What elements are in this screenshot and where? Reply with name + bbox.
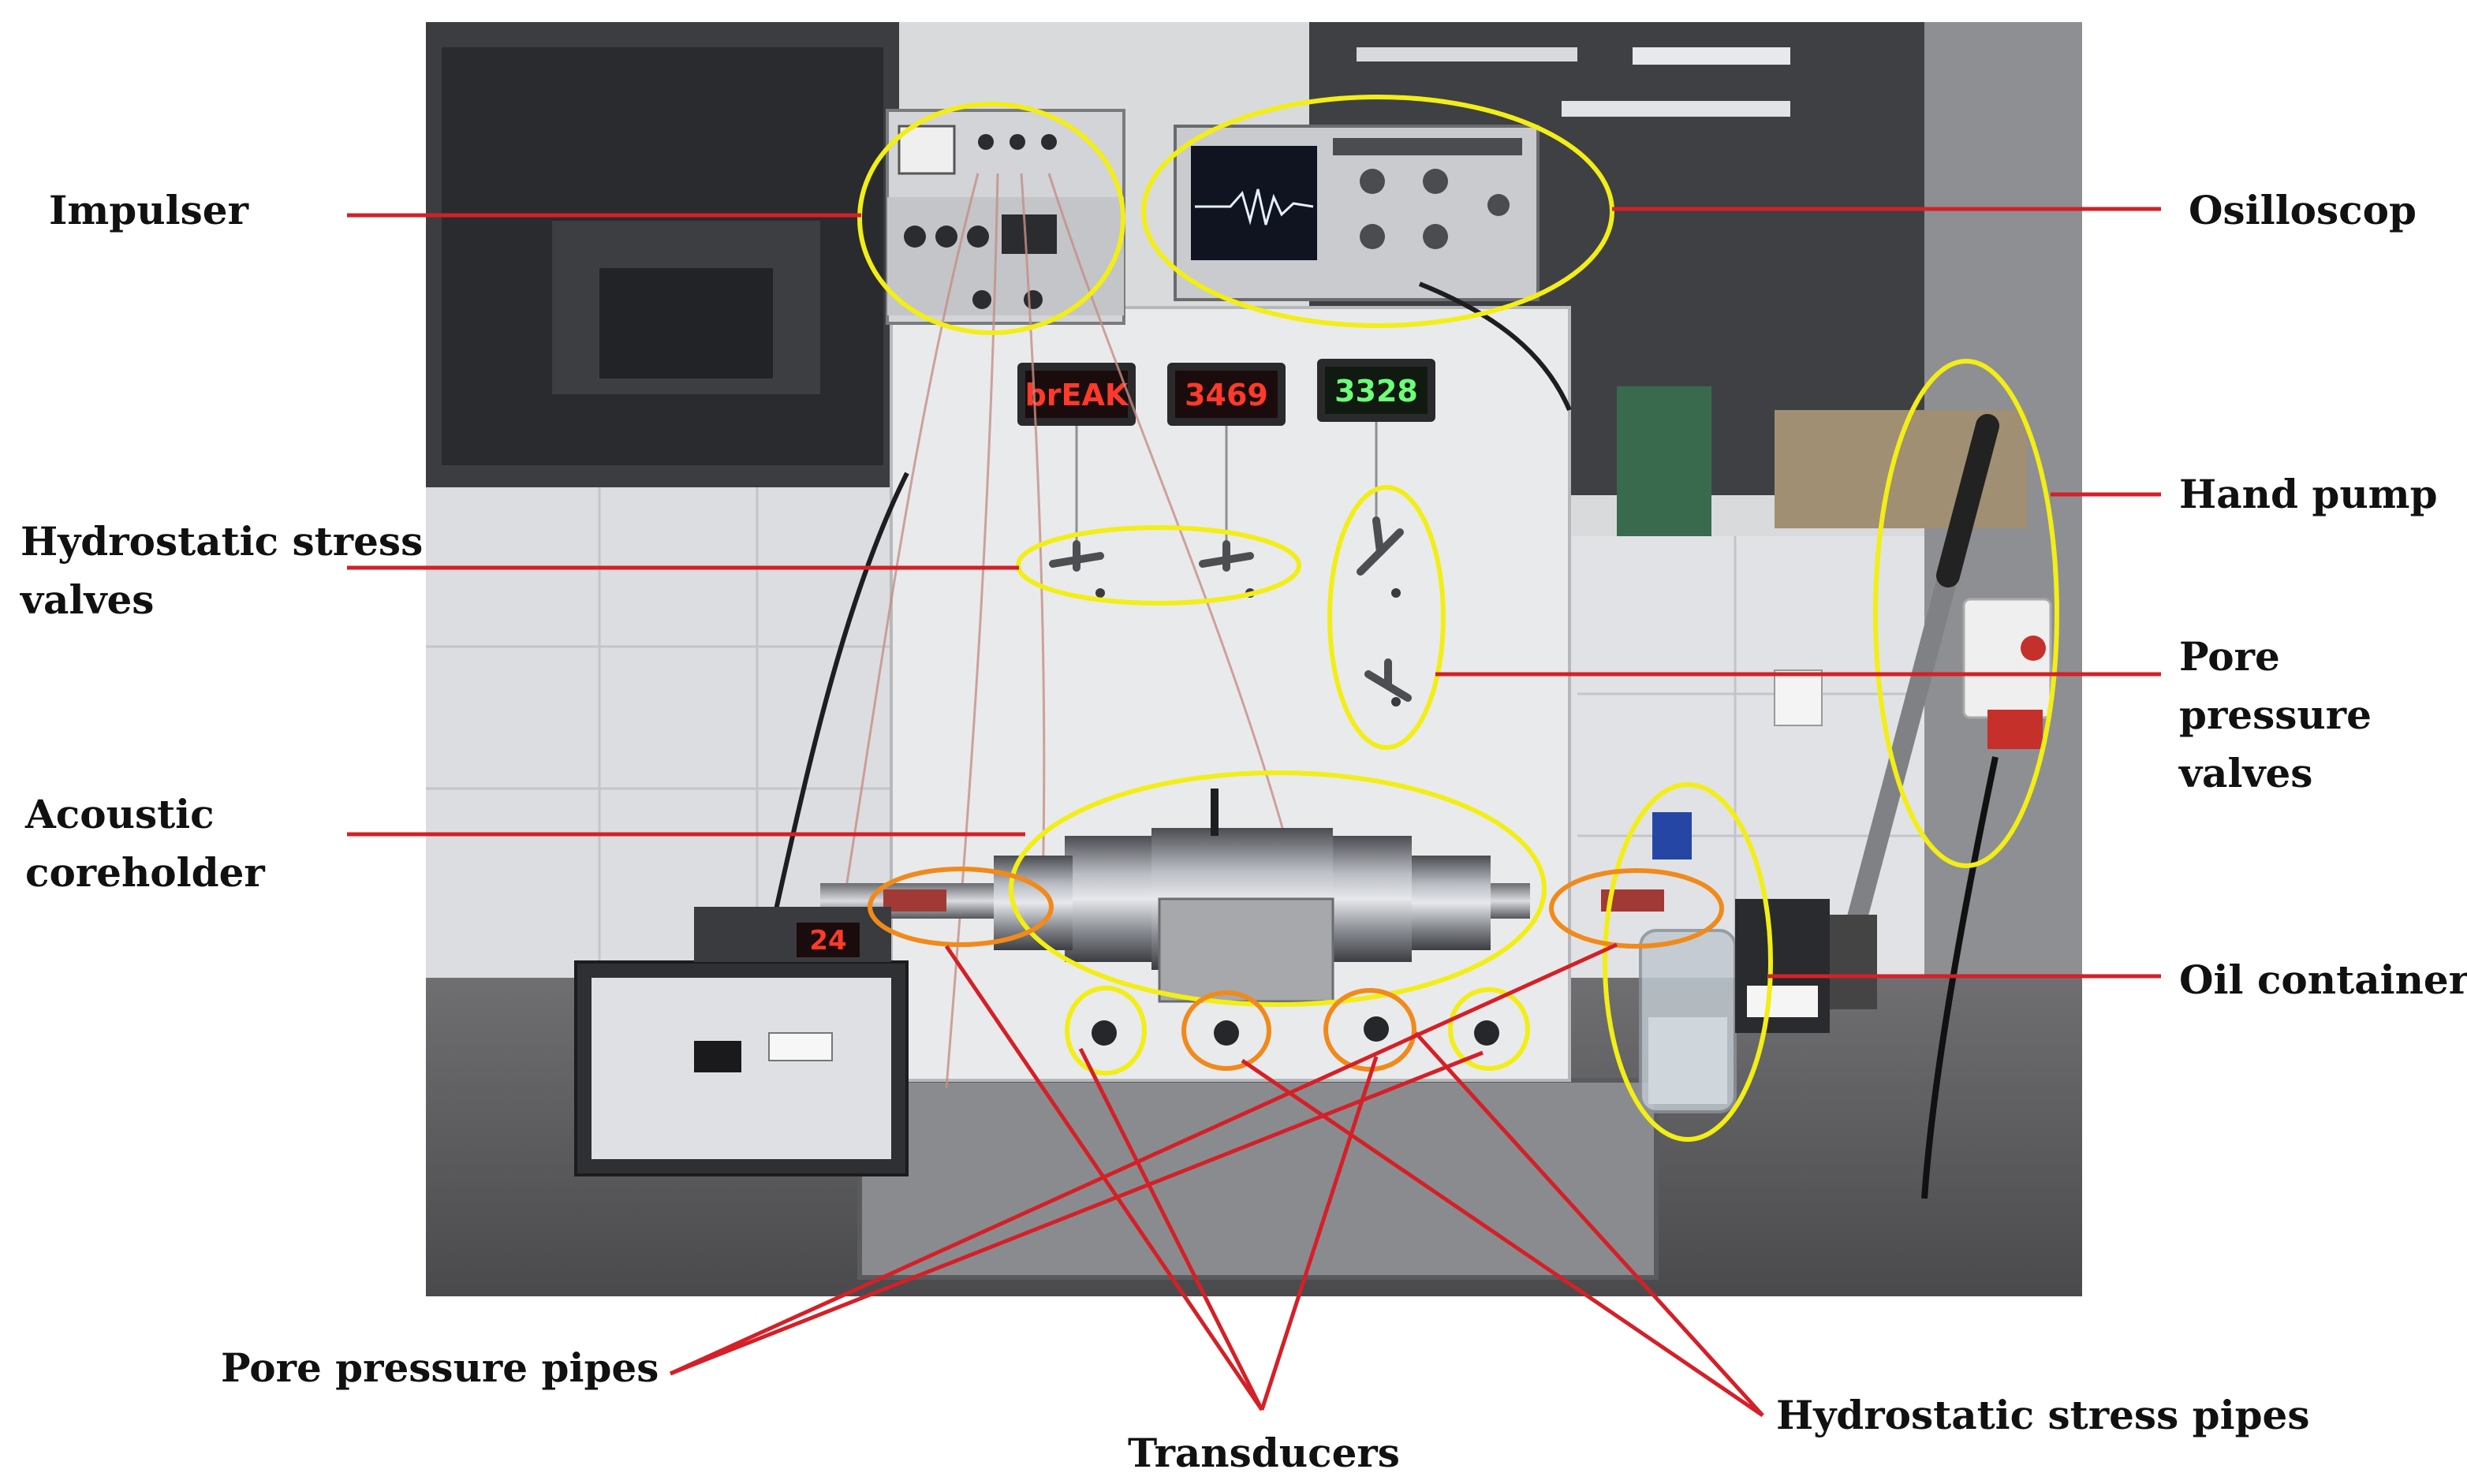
osilloscop-highlight — [1141, 95, 1614, 328]
transducers-leader-a — [944, 945, 1264, 1411]
acoustic-coreholder-highlight — [1009, 770, 1547, 1007]
label-acoustic-coreholder: Acoustic coreholder — [25, 791, 265, 896]
pore-pipe-highlight-left — [868, 867, 1054, 947]
hydrostatic-stress-pipes-leader-a — [1241, 1058, 1764, 1418]
label-hand-pump: Hand pump — [2179, 471, 2438, 517]
transducer-highlight-2 — [1181, 990, 1271, 1071]
transducers-leader-b — [1078, 1047, 1264, 1411]
label-transducers: Transducers — [1128, 1430, 1400, 1476]
impulser-highlight — [857, 102, 1125, 335]
oscilloscope-trace — [1195, 188, 1314, 226]
label-oil-container: Oil container — [2179, 956, 2467, 1003]
pore-pipe-highlight-right — [1549, 868, 1724, 949]
transducer-highlight-1 — [1065, 986, 1147, 1076]
pore-pressure-pipes-leader-a — [669, 942, 1618, 1376]
gauge-right: 3328 — [1317, 359, 1435, 422]
pore-pressure-pipes-leader-b — [670, 1050, 1484, 1376]
heater-readout: 24 — [809, 925, 846, 956]
gauge-middle-readout: 3469 — [1185, 378, 1268, 412]
leader-lines — [347, 207, 2161, 1418]
highlight-ellipses — [857, 95, 2059, 1142]
lab-photo: brEAK 3469 3328 — [426, 22, 2082, 1296]
gauge-left: brEAK — [1017, 363, 1136, 426]
gauge-left-readout: brEAK — [1025, 378, 1129, 412]
transducers-leader-c — [1260, 1056, 1379, 1411]
hand-pump-highlight — [1873, 359, 2059, 868]
label-impulser: Impulser — [49, 187, 248, 233]
valve-handles — [1049, 516, 1412, 702]
transducer-highlight-3 — [1323, 988, 1416, 1072]
gauge-middle: 3469 — [1167, 363, 1286, 426]
label-hydrostatic-stress-valves: Hydrostatic stress valves — [21, 518, 424, 623]
pore-pressure-valves-highlight — [1327, 485, 1446, 750]
label-pore-pressure-valves: Pore pressure valves — [2179, 633, 2372, 796]
label-osilloscop: Osilloscop — [2189, 187, 2417, 233]
gauge-right-readout: 3328 — [1334, 374, 1418, 408]
label-pore-pressure-pipes: Pore pressure pipes — [221, 1344, 659, 1391]
hydrostatic-stress-pipes-leader-b — [1414, 1031, 1764, 1417]
oil-container-highlight — [1603, 782, 1773, 1142]
hydrostatic-stress-valves-highlight — [1016, 525, 1301, 606]
transducer-highlight-4 — [1448, 987, 1530, 1071]
label-hydrostatic-stress-pipes: Hydrostatic stress pipes — [1776, 1392, 2310, 1438]
